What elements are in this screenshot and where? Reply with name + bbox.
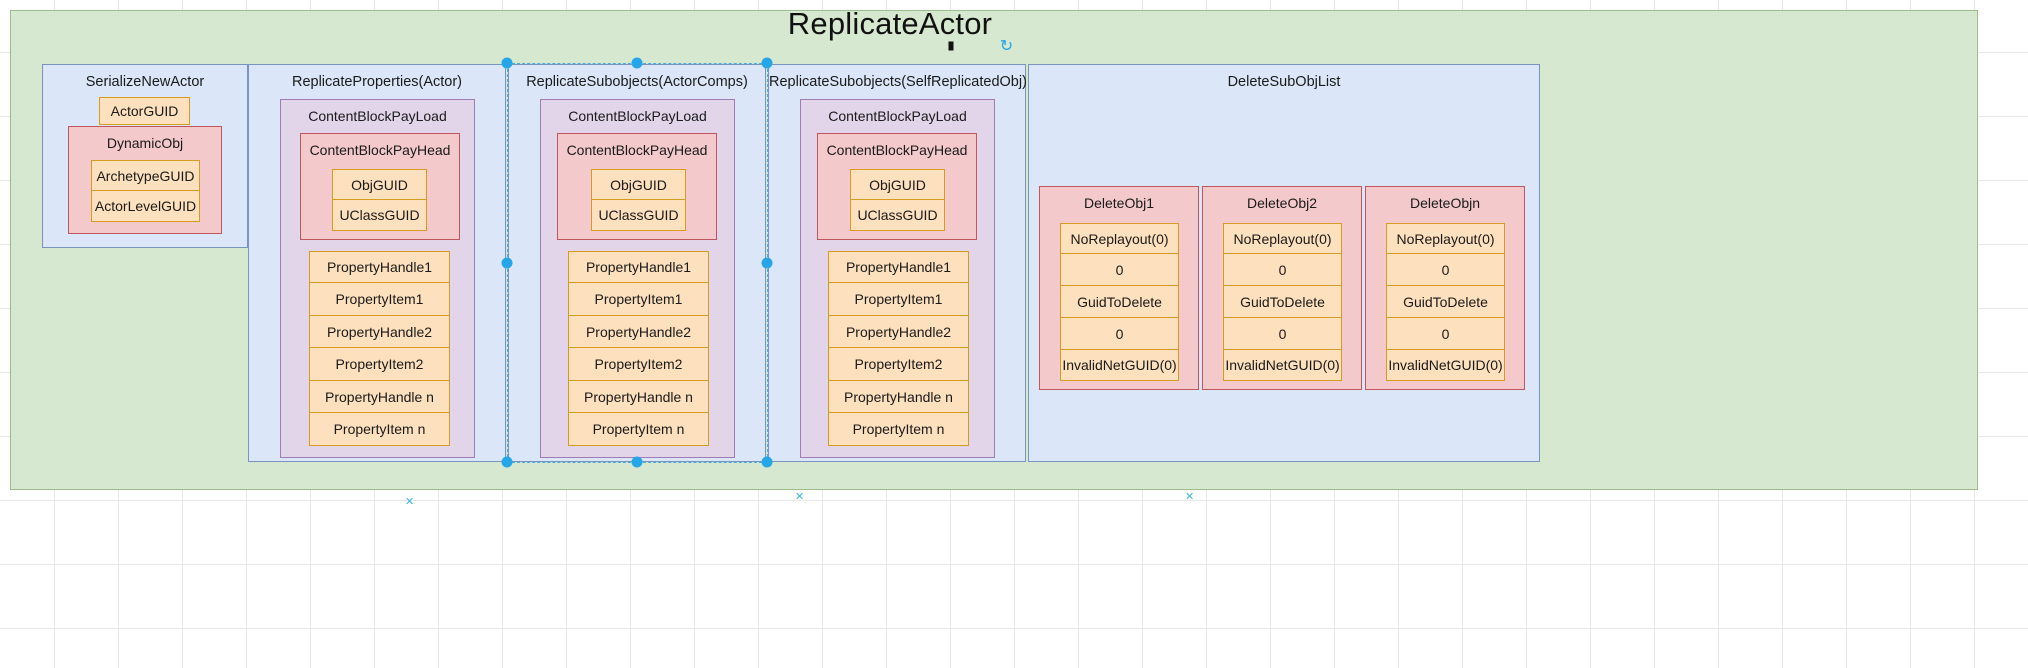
cell-zero-1[interactable]: 0 [1223,254,1342,286]
cell-property-item-n[interactable]: PropertyItem n [828,413,969,446]
cell-zero-1[interactable]: 0 [1386,254,1505,286]
cell-property-handle-2[interactable]: PropertyHandle2 [568,316,709,348]
guide-mark: ✕ [795,491,805,503]
delete-obj-n-cells: NoReplayout(0) 0 GuidToDelete 0 InvalidN… [1386,223,1505,381]
cell-property-handle-1[interactable]: PropertyHandle1 [309,251,450,283]
box-title-payhead-actor: ContentBlockPayHead [309,142,451,158]
resize-handle-top-right[interactable] [761,57,773,69]
rotate-icon[interactable]: ↻ [999,38,1014,55]
cell-obj-guid[interactable]: ObjGUID [850,169,945,200]
delete-obj-1-cells: NoReplayout(0) 0 GuidToDelete 0 InvalidN… [1060,223,1179,381]
box-title-delete-obj-n: DeleteObjn [1409,195,1481,211]
cell-obj-guid[interactable]: ObjGUID [332,169,427,200]
panel-title-replicate-properties-actor: ReplicateProperties(Actor) [291,74,463,90]
payhead-cells-selfreplicatedobj: ObjGUID UClassGUID [850,169,945,231]
cell-no-replayout[interactable]: NoReplayout(0) [1386,223,1505,254]
resize-handle-middle-left[interactable] [501,257,513,269]
cell-actor-guid[interactable]: ActorGUID [99,97,190,125]
property-cells-actor: PropertyHandle1 PropertyItem1 PropertyHa… [309,251,450,446]
cell-actor-level-guid[interactable]: ActorLevelGUID [91,191,200,222]
cell-uclass-guid[interactable]: UClassGUID [850,200,945,231]
guide-mark: ✕ [1185,491,1195,503]
cell-zero-2[interactable]: 0 [1386,318,1505,350]
drag-handle-marker[interactable] [948,41,954,51]
cell-zero-2[interactable]: 0 [1223,318,1342,350]
cell-archetype-guid[interactable]: ArchetypeGUID [91,160,200,191]
box-title-payload-selfreplicatedobj: ContentBlockPayLoad [828,108,967,124]
cell-property-handle-1[interactable]: PropertyHandle1 [828,251,969,283]
resize-handle-top-center[interactable] [631,57,643,69]
box-title-payload-actor: ContentBlockPayLoad [308,108,447,124]
cell-property-handle-2[interactable]: PropertyHandle2 [309,316,450,348]
box-title-dynamic-obj: DynamicObj [106,135,184,151]
cell-invalid-net-guid[interactable]: InvalidNetGUID(0) [1386,350,1505,381]
cell-property-handle-n[interactable]: PropertyHandle n [309,381,450,413]
cell-uclass-guid[interactable]: UClassGUID [591,200,686,231]
cell-property-item-1[interactable]: PropertyItem1 [309,283,450,316]
cell-zero-1[interactable]: 0 [1060,254,1179,286]
cell-property-item-2[interactable]: PropertyItem2 [828,348,969,381]
serialize-actorguid-stack: ActorGUID [99,97,190,125]
cell-no-replayout[interactable]: NoReplayout(0) [1060,223,1179,254]
cell-guid-to-delete[interactable]: GuidToDelete [1386,286,1505,318]
cell-property-handle-n[interactable]: PropertyHandle n [568,381,709,413]
payhead-cells-actor: ObjGUID UClassGUID [332,169,427,231]
payhead-cells-actorcomps: ObjGUID UClassGUID [591,169,686,231]
cell-property-handle-1[interactable]: PropertyHandle1 [568,251,709,283]
resize-handle-bottom-left[interactable] [501,456,513,468]
cell-property-item-1[interactable]: PropertyItem1 [568,283,709,316]
guide-mark: ✕ [405,496,415,508]
cell-property-item-2[interactable]: PropertyItem2 [309,348,450,381]
cell-property-item-n[interactable]: PropertyItem n [568,413,709,446]
cell-invalid-net-guid[interactable]: InvalidNetGUID(0) [1060,350,1179,381]
resize-handle-middle-right[interactable] [761,257,773,269]
delete-obj-2-cells: NoReplayout(0) 0 GuidToDelete 0 InvalidN… [1223,223,1342,381]
resize-handle-top-left[interactable] [501,57,513,69]
cell-obj-guid[interactable]: ObjGUID [591,169,686,200]
panel-title-replicate-subobjects-actorcomps: ReplicateSubobjects(ActorComps) [526,74,748,90]
box-title-payhead-selfreplicatedobj: ContentBlockPayHead [826,142,968,158]
cell-guid-to-delete[interactable]: GuidToDelete [1060,286,1179,318]
property-cells-actorcomps: PropertyHandle1 PropertyItem1 PropertyHa… [568,251,709,446]
property-cells-selfreplicatedobj: PropertyHandle1 PropertyItem1 PropertyHa… [828,251,969,446]
cell-zero-2[interactable]: 0 [1060,318,1179,350]
resize-handle-bottom-center[interactable] [631,456,643,468]
cell-property-item-2[interactable]: PropertyItem2 [568,348,709,381]
box-title-delete-obj-1: DeleteObj1 [1083,195,1155,211]
cell-property-item-1[interactable]: PropertyItem1 [828,283,969,316]
page-title: ReplicateActor [787,6,993,41]
cell-property-item-n[interactable]: PropertyItem n [309,413,450,446]
resize-handle-bottom-right[interactable] [761,456,773,468]
cell-invalid-net-guid[interactable]: InvalidNetGUID(0) [1223,350,1342,381]
panel-title-serialize-new-actor: SerializeNewActor [85,74,205,90]
box-title-payhead-actorcomps: ContentBlockPayHead [566,142,708,158]
cell-property-handle-2[interactable]: PropertyHandle2 [828,316,969,348]
cell-guid-to-delete[interactable]: GuidToDelete [1223,286,1342,318]
box-title-payload-actorcomps: ContentBlockPayLoad [568,108,707,124]
dynamic-obj-cells: ArchetypeGUID ActorLevelGUID [91,160,200,222]
cell-no-replayout[interactable]: NoReplayout(0) [1223,223,1342,254]
panel-title-delete-sub-obj-list: DeleteSubObjList [1227,74,1341,90]
cell-property-handle-n[interactable]: PropertyHandle n [828,381,969,413]
panel-title-replicate-subobjects-selfreplicatedobj: ReplicateSubobjects(SelfReplicatedObj) [769,74,1027,90]
cell-uclass-guid[interactable]: UClassGUID [332,200,427,231]
box-title-delete-obj-2: DeleteObj2 [1246,195,1318,211]
